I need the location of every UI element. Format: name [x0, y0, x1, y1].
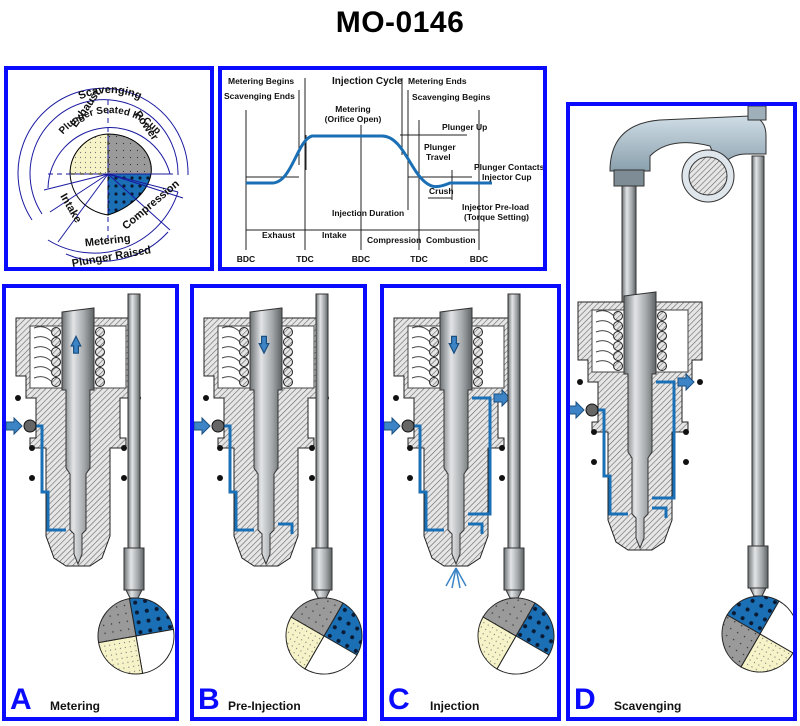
label-plunger-raised: Plunger Raised: [71, 244, 152, 267]
fuel-inlet-arrow-icon: [384, 416, 401, 436]
label-scavenging-ends: Scavenging Ends: [224, 91, 295, 101]
sector-exhaust: [69, 133, 109, 175]
svg-text:Scavenging: Scavenging: [77, 84, 144, 102]
camshaft-lobe: [477, 597, 555, 675]
label-injector-preload: Injector Pre-load: [462, 202, 529, 212]
camshaft-lobe: [285, 597, 363, 675]
fuel-inlet-arrow-icon: [6, 416, 23, 436]
fuel-outlet-arrow-icon: [493, 388, 511, 408]
label-torque-setting: (Torque Setting): [464, 212, 529, 222]
pos-bdc-1: BDC: [237, 254, 255, 264]
injector-diagram: [384, 293, 555, 675]
sector-power: [107, 133, 152, 175]
stroke-intake: Intake: [322, 230, 347, 240]
injector-body: [384, 307, 519, 589]
fuel-inlet-arrow-icon: [570, 400, 585, 420]
pos-tdc-2: TDC: [410, 254, 427, 264]
plunger-down-arrow-icon: [448, 335, 460, 355]
plunger-up-arrow-icon: [70, 335, 82, 354]
panel-c-injection: C Injection: [380, 284, 561, 721]
panel-letter: B: [198, 683, 220, 716]
cycle-wheel-diagram: Scavenging Plunger Seated In Cup Exhaust…: [17, 84, 189, 267]
panel-caption: Pre-Injection: [228, 699, 301, 713]
injector-body: [194, 307, 329, 567]
label-metering: Metering: [335, 104, 370, 114]
label-metering-ends: Metering Ends: [408, 76, 467, 86]
sector-intake: [69, 173, 109, 216]
pushrod-and-cam: [721, 155, 793, 673]
label-scavenging-begins: Scavenging Begins: [412, 92, 491, 102]
panel-caption: Metering: [50, 699, 101, 713]
panel-letter: A: [10, 683, 32, 716]
label-plunger-contacts: Plunger Contacts: [474, 162, 543, 172]
fuel-outlet-arrow-icon: [677, 372, 695, 392]
panel-a-metering: A Metering: [2, 284, 179, 721]
pos-bdc-3: BDC: [470, 254, 488, 264]
label-plunger: Plunger: [424, 142, 456, 152]
cycle-wheel-panel: Scavenging Plunger Seated In Cup Exhaust…: [4, 66, 214, 271]
injector-diagram: [570, 106, 793, 673]
label-plunger-up: Plunger Up: [442, 122, 487, 132]
pos-bdc-2: BDC: [352, 254, 370, 264]
chart-title: Injection Cycle: [332, 76, 403, 87]
panel-caption: Scavenging: [614, 699, 682, 713]
panel-letter: D: [574, 683, 596, 716]
camshaft-lobe: [721, 595, 793, 673]
pushrod-and-cam: [477, 293, 555, 675]
injector-diagram: [6, 293, 175, 675]
rocker-shaft: [688, 156, 728, 196]
label-travel: Travel: [426, 152, 451, 162]
plunger-travel-curve: [246, 134, 492, 189]
injection-cycle-panel: Injection Cycle Metering Begins Scavengi…: [218, 66, 547, 271]
label-metering: Metering: [84, 233, 131, 250]
label-crush: Crush: [429, 186, 454, 196]
stroke-combustion: Combustion: [426, 235, 476, 245]
stroke-compression: Compression: [367, 235, 421, 245]
label-injection-duration: Injection Duration: [332, 208, 404, 218]
pushrod-and-cam: [285, 293, 363, 675]
stroke-exhaust: Exhaust: [262, 230, 295, 240]
injector-body: [570, 291, 703, 551]
page-title: MO-0146: [335, 6, 465, 39]
panel-caption: Injection: [430, 699, 480, 713]
panel-d-scavenging: D Scavenging: [566, 102, 797, 721]
panel-letter: C: [388, 683, 410, 716]
pushrod-and-cam: [97, 293, 175, 675]
label-injector-cup: Injector Cup: [482, 172, 532, 182]
pos-tdc-1: TDC: [296, 254, 313, 264]
plunger-down-arrow-icon: [258, 335, 270, 355]
injector-body: [6, 307, 141, 567]
label-scavenging: Scavenging: [77, 84, 144, 102]
fuel-inlet-arrow-icon: [194, 416, 211, 436]
panel-b-pre-injection: B Pre-Injection: [190, 284, 367, 721]
camshaft-lobe: [97, 597, 175, 675]
label-orifice-open: (Orifice Open): [325, 114, 382, 124]
injector-diagram: [194, 293, 363, 675]
label-metering-begins: Metering Begins: [228, 76, 294, 86]
injection-cycle-diagram: Injection Cycle Metering Begins Scavengi…: [224, 76, 543, 264]
